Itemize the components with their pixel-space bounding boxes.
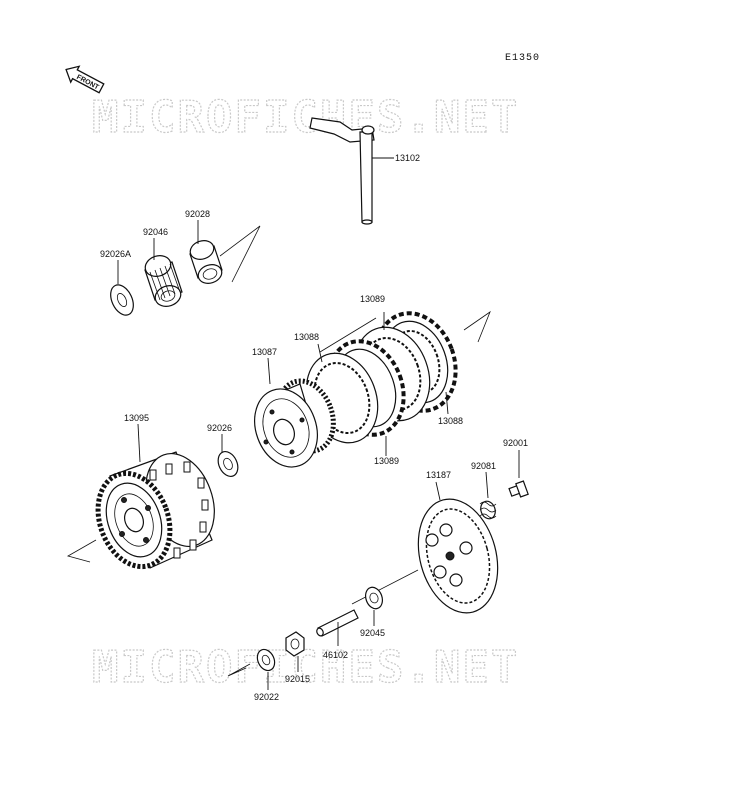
label-13089-top: 13089 <box>360 294 385 304</box>
label-92081: 92081 <box>471 461 496 471</box>
label-13095: 13095 <box>124 413 149 423</box>
label-13088-right: 13088 <box>438 416 463 426</box>
watermark-bottom: MICROFICHES.NET <box>92 642 519 693</box>
label-92022: 92022 <box>254 692 279 702</box>
needle-bearing <box>144 238 183 307</box>
label-13088-left: 13088 <box>294 332 319 342</box>
ball-bearing <box>364 586 384 626</box>
washer <box>217 434 239 477</box>
label-92045: 92045 <box>360 628 385 638</box>
label-13087: 13087 <box>252 347 277 357</box>
push-rod <box>316 609 359 646</box>
label-92046: 92046 <box>143 227 168 237</box>
front-arrow-icon: FRONT <box>65 65 105 94</box>
label-92015: 92015 <box>285 674 310 684</box>
pressure-plate <box>351 481 499 614</box>
bolt <box>508 450 529 498</box>
label-92028: 92028 <box>185 209 210 219</box>
label-13102: 13102 <box>395 153 420 163</box>
washer-lock <box>227 648 276 690</box>
nut <box>285 631 305 672</box>
label-13089-bottom: 13089 <box>374 456 399 466</box>
watermark-top: MICROFICHES.NET <box>92 92 519 143</box>
spring <box>479 471 497 520</box>
diagram-code: E1350 <box>505 53 540 64</box>
label-92001: 92001 <box>503 438 528 448</box>
label-92026: 92026 <box>207 423 232 433</box>
clutch-housing <box>66 423 215 570</box>
label-13187: 13187 <box>426 470 451 480</box>
washer-a <box>110 260 134 316</box>
label-46102: 46102 <box>323 650 348 660</box>
collar <box>189 220 261 284</box>
label-92026A: 92026A <box>100 249 131 259</box>
clutch-hub <box>254 357 336 468</box>
release-shaft <box>309 117 394 225</box>
